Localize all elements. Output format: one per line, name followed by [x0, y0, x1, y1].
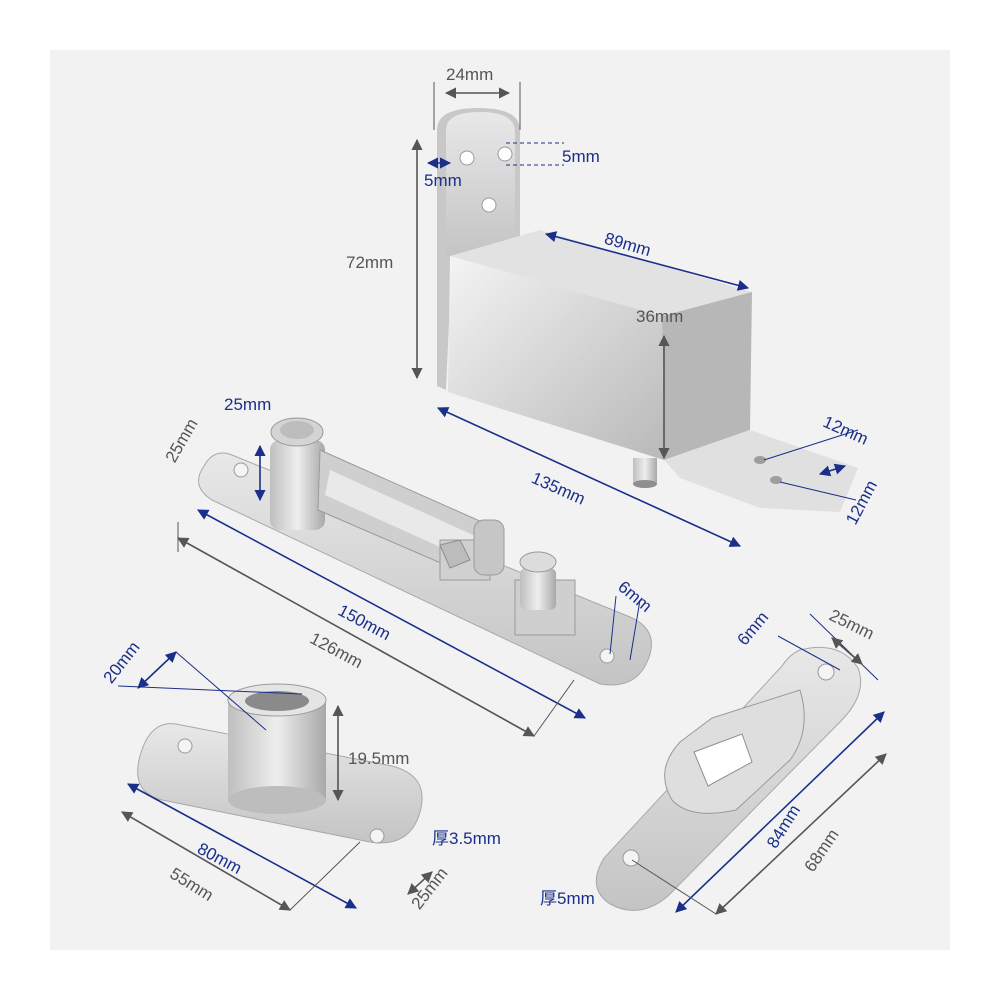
- hinge-height-label: 72mm: [346, 253, 394, 272]
- hinge-hole-offset-b-label: 5mm: [562, 147, 600, 166]
- hinge-hole-offset-a-label: 5mm: [424, 171, 462, 190]
- dimension-lines: [117, 82, 887, 915]
- socket-thickness-label: 厚3.5mm: [432, 829, 501, 848]
- slot-thickness-label: 厚5mm: [540, 889, 595, 908]
- hinge-body-height-label: 36mm: [636, 307, 684, 326]
- pivot-post-width-label: 25mm: [224, 395, 272, 414]
- pivot-arm-part: [198, 417, 652, 686]
- slot-plate-part: [595, 646, 862, 911]
- hinge-width-label: 24mm: [446, 65, 494, 84]
- socket-height-label: 19.5mm: [348, 749, 410, 768]
